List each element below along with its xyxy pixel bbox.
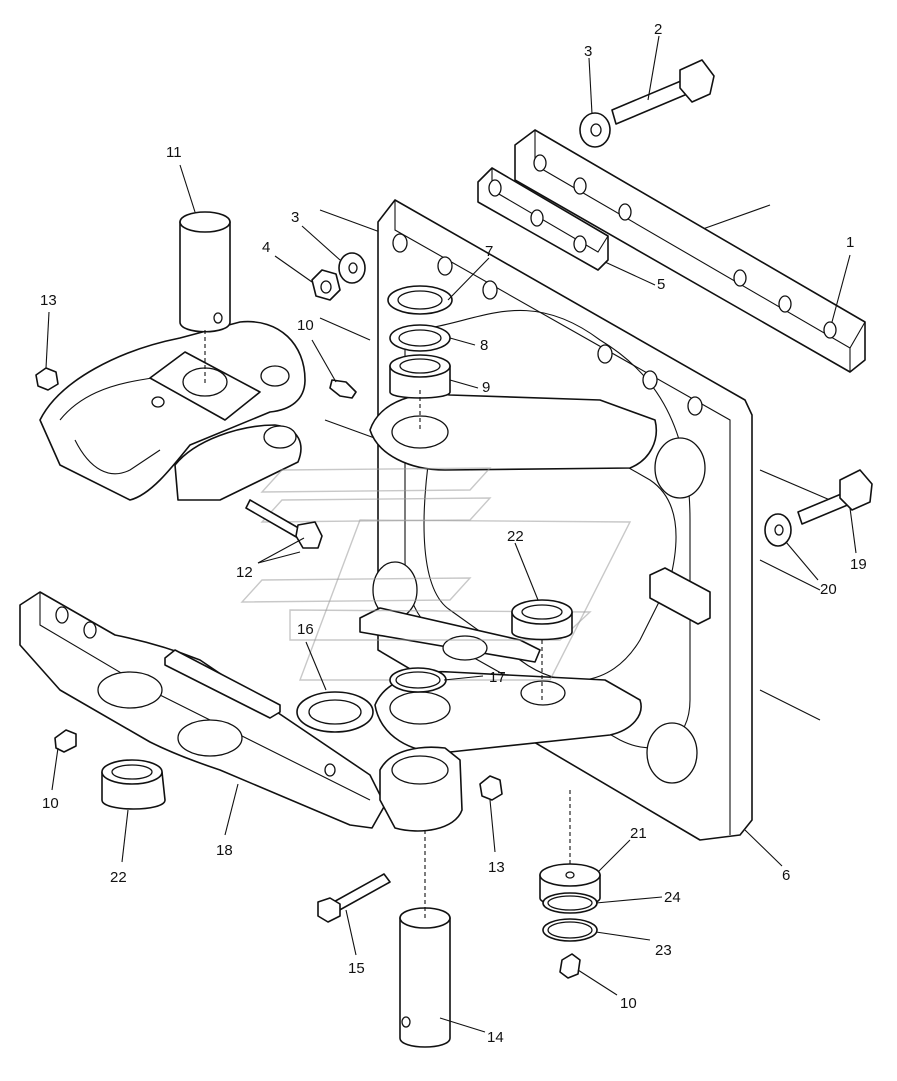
part-20-washer (764, 513, 792, 547)
part-5-short-plate (477, 167, 609, 271)
callout-10-bottom: 10 (620, 995, 637, 1012)
callout-21: 21 (630, 825, 647, 842)
pivot-yoke (359, 392, 657, 832)
callout-3-left: 3 (291, 209, 299, 226)
callout-16: 16 (297, 621, 314, 638)
part-13-nut-lower (479, 775, 503, 801)
watermark-logo (240, 467, 632, 681)
callout-9: 9 (482, 379, 490, 396)
part-10-grease-fitting-bottom (559, 953, 581, 979)
part-18-swing-arm (19, 591, 386, 829)
part-15-bolt (317, 873, 391, 923)
part-24-o-ring (542, 892, 598, 914)
part-23-snap-ring (542, 918, 598, 942)
callout-5: 5 (657, 276, 665, 293)
part-10-grease-fitting-top (329, 379, 357, 399)
callout-24: 24 (664, 889, 681, 906)
callout-labels: 1 2 3 3 4 5 6 7 8 9 10 10 10 11 12 13 13… (40, 21, 867, 1046)
callout-2: 2 (654, 21, 662, 38)
callout-3-top: 3 (584, 43, 592, 60)
assembly-axes (204, 330, 571, 918)
part-19-bolt (797, 469, 873, 525)
part-13-nut-left (35, 367, 59, 391)
callout-13-left: 13 (40, 292, 57, 309)
callout-22-left: 22 (110, 869, 127, 886)
callout-8: 8 (480, 337, 488, 354)
callout-1: 1 (846, 234, 854, 251)
part-12-bolt (245, 499, 323, 549)
part-3-washer-top (579, 112, 611, 148)
callout-4: 4 (262, 239, 270, 256)
part-1-long-plate (514, 129, 866, 373)
part-8-bearing-ring (389, 324, 451, 352)
callout-22-center: 22 (507, 528, 524, 545)
upper-housing (39, 320, 306, 501)
callout-15: 15 (348, 960, 365, 977)
callout-23: 23 (655, 942, 672, 959)
part-17-snap-ring (389, 667, 447, 693)
part-4-nut (311, 269, 341, 301)
callout-11: 11 (166, 144, 182, 161)
callout-12: 12 (236, 564, 253, 581)
callout-14: 14 (487, 1029, 504, 1046)
part-9-bushing (389, 354, 451, 399)
callout-10-left: 10 (42, 795, 59, 812)
callout-7: 7 (485, 243, 493, 260)
part-7-seal-ring (387, 285, 453, 315)
callout-20: 20 (820, 581, 837, 598)
callout-10-top: 10 (297, 317, 314, 334)
callout-17: 17 (489, 669, 506, 686)
part-10-grease-fitting-left (54, 729, 77, 753)
leader-lines (45, 35, 857, 1033)
part-16-thrust-washer (296, 691, 374, 733)
background-frame-lines (319, 204, 831, 721)
callout-6: 6 (782, 867, 790, 884)
part-22-bushing-left (101, 759, 166, 810)
callout-18: 18 (216, 842, 233, 859)
part-2-bolt (611, 59, 715, 125)
part-14-pin (399, 907, 451, 1048)
callout-13-lower: 13 (488, 859, 505, 876)
part-22-bushing-center (511, 599, 573, 641)
part-3-washer-left (338, 252, 366, 284)
part-11-pin (179, 211, 231, 333)
callout-19: 19 (850, 556, 867, 573)
